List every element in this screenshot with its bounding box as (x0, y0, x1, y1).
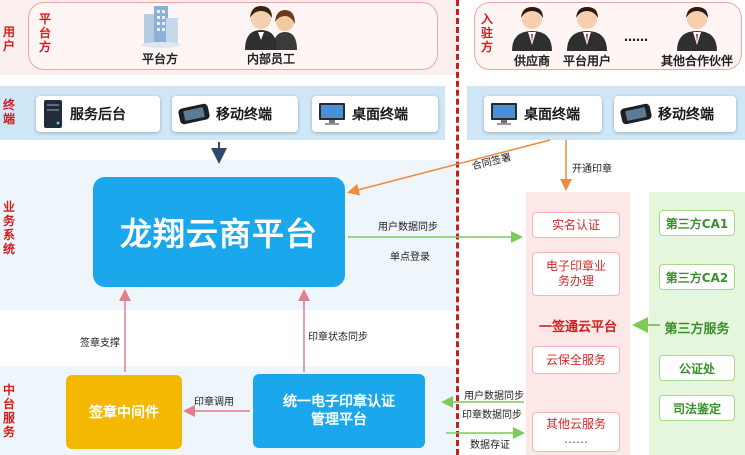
service-backend-label: 服务后台 (70, 107, 126, 123)
signing-support-label: 签章支撑 (80, 338, 120, 349)
lane-label-business: 业务系统 (2, 200, 15, 256)
ca1-card: 第三方CA1 (659, 210, 735, 236)
user-data-sync-label: 用户数据同步 (378, 222, 438, 233)
platform-user-icon (567, 7, 607, 51)
desktop-terminal-label-left: 桌面终端 (352, 107, 408, 123)
other-partner-label: 其他合作伙伴 (660, 54, 733, 68)
insurance-card: 云保全服务 (532, 346, 620, 374)
cloud-platform-title: 一签通云平台 (538, 320, 617, 335)
longxiang-platform-box: 龙翔云商平台 (93, 177, 345, 287)
building-icon (141, 6, 181, 48)
open-seal-label: 开通印章 (572, 164, 612, 175)
lane-label-terminal: 终端 (2, 98, 15, 126)
platform-user-label: 平台用户 (562, 54, 611, 68)
unified-seal-platform-box: 统一电子印章认证管理平台 (253, 374, 425, 448)
data-storage-label: 数据存证 (470, 440, 510, 451)
supplier-label: 供应商 (513, 54, 550, 68)
ca2-card: 第三方CA2 (659, 264, 735, 290)
desktop-terminal-card-right: 桌面终端 (484, 96, 602, 132)
mobile-terminal-label-right: 移动终端 (658, 107, 714, 123)
lane-label-user: 用户 (2, 25, 15, 53)
desktop-terminal-label-right: 桌面终端 (524, 107, 580, 123)
supplier-icon (512, 7, 552, 51)
platform-side-label: 平台方 (141, 52, 178, 66)
judicial-card: 司法鉴定 (659, 395, 735, 421)
seal-data-sync-label: 印章数据同步 (462, 410, 522, 421)
real-name-auth-card: 实名认证 (532, 212, 620, 238)
service-backend-card: 服务后台 (36, 96, 160, 132)
partner-icon (677, 7, 717, 51)
seal-business-card: 电子印章业务办理 (532, 252, 620, 296)
seal-middleware-box: 签章中间件 (66, 375, 182, 449)
platform-side-box (28, 2, 438, 70)
lane-label-platform-side: 平台方 (38, 12, 51, 54)
server-icon (44, 100, 62, 128)
lane-label-middle: 中台服务 (2, 383, 15, 439)
third-party-service-title: 第三方服务 (664, 322, 730, 337)
other-cloud-ellipsis: …… (564, 432, 588, 446)
desktop-terminal-card-left: 桌面终端 (312, 96, 438, 132)
phone-icon (620, 103, 652, 125)
seal-call-label: 印章调用 (194, 397, 234, 408)
user-ellipsis: …… (624, 30, 648, 44)
seal-status-sync-label: 印章状态同步 (308, 332, 368, 343)
mobile-terminal-card-right: 移动终端 (614, 96, 736, 132)
other-cloud-card: 其他云服务 …… (532, 412, 620, 452)
phone-icon (178, 103, 210, 125)
mobile-terminal-card-left: 移动终端 (172, 96, 298, 132)
divider-line (456, 0, 459, 455)
sso-label: 单点登录 (390, 252, 430, 263)
staff-icon (245, 6, 297, 50)
contract-signing-arrow (347, 139, 551, 196)
user-data-sync-2-label: 用户数据同步 (464, 391, 524, 402)
lane-label-resident-side: 入驻方 (480, 12, 493, 54)
internal-staff-label: 内部员工 (246, 52, 295, 66)
monitor-icon (491, 103, 517, 125)
other-cloud-label: 其他云服务 (545, 417, 606, 431)
notary-card: 公证处 (659, 355, 735, 381)
monitor-icon (319, 103, 345, 125)
mobile-terminal-label-left: 移动终端 (216, 107, 272, 123)
